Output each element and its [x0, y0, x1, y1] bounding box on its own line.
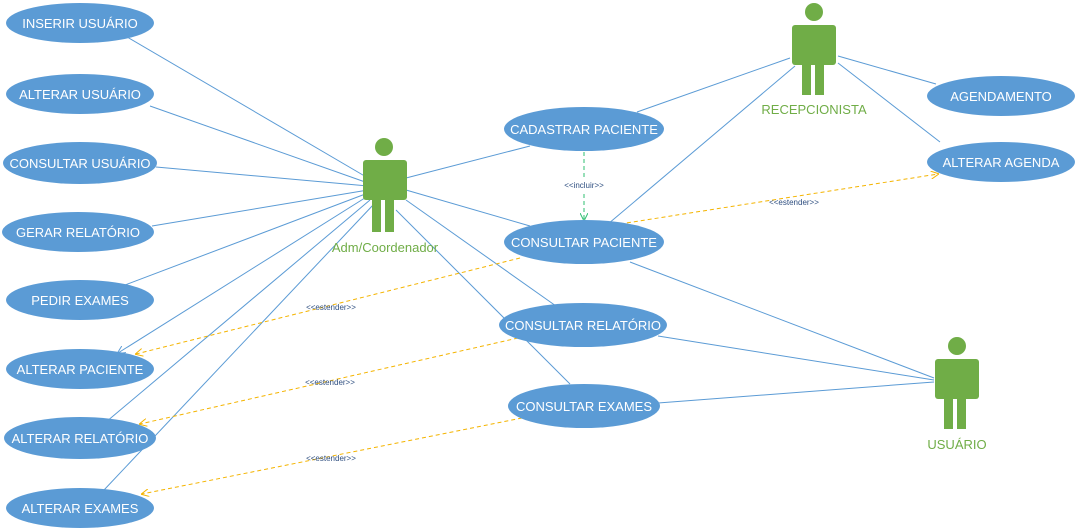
assoc-usuario-consultar-relatorio — [657, 335, 935, 381]
extend-line-paciente — [136, 257, 521, 354]
extend-line-relatorio — [140, 337, 519, 424]
extend-label-relatorio: <<estender>> — [305, 378, 355, 387]
assoc-adm-alterar-paciente — [118, 195, 369, 353]
assoc-adm-alterar-relatorio — [105, 199, 371, 423]
actor-recepcionista[interactable]: RECEPCIONISTA — [761, 3, 867, 117]
actor-label: RECEPCIONISTA — [761, 102, 867, 117]
assoc-adm-alterar-usuario — [149, 105, 369, 184]
usecase-consultar-paciente[interactable]: CONSULTAR PACIENTE — [504, 220, 664, 264]
usecase-cadastrar-paciente[interactable]: CADASTRAR PACIENTE — [504, 107, 664, 151]
actor-label: USUÁRIO — [927, 437, 986, 452]
stereotype-labels: <<incluir>> <<estender>> <<estender>> <<… — [305, 178, 819, 463]
usecase-label: CONSULTAR RELATÓRIO — [505, 318, 661, 333]
usecase-label: CONSULTAR USUÁRIO — [9, 156, 150, 171]
usecase-agendamento[interactable]: AGENDAMENTO — [927, 76, 1075, 116]
assoc-adm-inserir-usuario — [121, 33, 369, 179]
usecase-gerar-relatorio[interactable]: GERAR RELATÓRIO — [2, 212, 154, 252]
usecase-consultar-relatorio[interactable]: CONSULTAR RELATÓRIO — [499, 303, 667, 347]
assoc-adm-pedir-exames — [124, 192, 369, 286]
assoc-recep-consultar-paciente — [607, 65, 796, 225]
actor-icon — [363, 138, 407, 232]
extend-label-exames: <<estender>> — [306, 454, 356, 463]
usecase-label: GERAR RELATÓRIO — [16, 225, 140, 240]
associations — [103, 33, 941, 491]
include-label: <<incluir>> — [564, 181, 604, 190]
actor-icon — [792, 3, 836, 95]
assoc-adm-consultar-exames — [395, 209, 571, 385]
usecase-label: ALTERAR PACIENTE — [17, 362, 144, 377]
extend-label-paciente: <<estender>> — [306, 303, 356, 312]
assoc-adm-gerar-relatorio — [151, 189, 369, 227]
actor-label: Adm/Coordenador — [332, 240, 439, 255]
usecase-alterar-paciente[interactable]: ALTERAR PACIENTE — [6, 349, 154, 389]
usecase-label: INSERIR USUÁRIO — [22, 16, 138, 31]
usecase-pedir-exames[interactable]: PEDIR EXAMES — [6, 280, 154, 320]
dependencies — [136, 152, 938, 494]
assoc-recep-alterar-agenda — [837, 62, 941, 143]
extend-label-agenda: <<estender>> — [769, 198, 819, 207]
assoc-usuario-consultar-paciente — [629, 261, 935, 379]
usecase-alterar-relatorio[interactable]: ALTERAR RELATÓRIO — [4, 417, 156, 459]
usecase-label: AGENDAMENTO — [950, 89, 1052, 104]
assoc-usuario-consultar-exames — [657, 381, 935, 404]
usecase-label: ALTERAR EXAMES — [22, 501, 139, 516]
usecase-label: ALTERAR RELATÓRIO — [12, 431, 149, 446]
usecase-label: CONSULTAR EXAMES — [516, 399, 652, 414]
extend-line-exames — [142, 417, 523, 494]
actor-icon — [935, 337, 979, 429]
usecase-alterar-exames[interactable]: ALTERAR EXAMES — [6, 488, 154, 528]
extend-line-agenda — [619, 174, 938, 225]
usecase-label: ALTERAR USUÁRIO — [19, 87, 141, 102]
usecase-alterar-usuario[interactable]: ALTERAR USUÁRIO — [6, 74, 154, 114]
assoc-adm-cadastrar-paciente — [405, 145, 531, 179]
actor-usuario[interactable]: USUÁRIO — [927, 337, 987, 452]
assoc-recep-cadastrar-paciente — [636, 57, 791, 113]
usecase-label: CADASTRAR PACIENTE — [510, 122, 658, 137]
usecase-label: ALTERAR AGENDA — [943, 155, 1060, 170]
usecase-label: CONSULTAR PACIENTE — [511, 235, 657, 250]
assoc-adm-consultar-relatorio — [405, 199, 557, 307]
assoc-adm-consultar-paciente — [405, 189, 531, 227]
usecase-label: PEDIR EXAMES — [31, 293, 129, 308]
actor-adm-coordenador[interactable]: Adm/Coordenador — [332, 138, 439, 255]
usecase-inserir-usuario[interactable]: INSERIR USUÁRIO — [6, 3, 154, 43]
usecase-alterar-agenda[interactable]: ALTERAR AGENDA — [927, 142, 1075, 182]
assoc-adm-consultar-usuario — [155, 166, 369, 187]
usecase-consultar-exames[interactable]: CONSULTAR EXAMES — [508, 384, 660, 428]
assoc-recep-agendamento — [837, 55, 937, 85]
usecase-consultar-usuario[interactable]: CONSULTAR USUÁRIO — [3, 142, 157, 184]
